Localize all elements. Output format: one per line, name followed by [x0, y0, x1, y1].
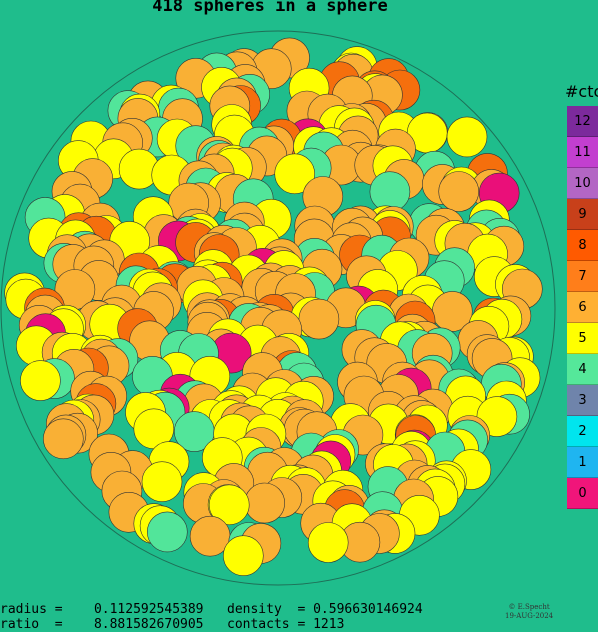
legend-item-4: 4 [567, 354, 598, 385]
page-title: 418 spheres in a sphere [152, 0, 388, 16]
legend-item-9: 9 [567, 199, 598, 230]
legend-item-1: 1 [567, 447, 598, 478]
density-label: density = [227, 602, 306, 617]
container-circle [0, 30, 556, 586]
contacts-label: contacts = [227, 617, 306, 632]
sphere [208, 484, 250, 526]
density-value: 0.596630146924 [313, 602, 423, 617]
sphere [307, 522, 349, 563]
credit-author: © E.Specht [508, 603, 550, 611]
sphere [438, 171, 480, 212]
legend-item-11: 11 [567, 137, 598, 168]
legend-item-7: 7 [567, 261, 598, 292]
sphere [274, 153, 316, 195]
legend-item-3: 3 [567, 385, 598, 416]
radius-label: radius = [0, 602, 63, 617]
sphere-packing-diagram [0, 30, 556, 586]
sphere [244, 482, 286, 524]
ratio-value: 8.881582670905 [93, 617, 204, 632]
credit-date: 19-AUG-2024 [505, 612, 554, 620]
legend-item-8: 8 [567, 230, 598, 261]
legend-item-2: 2 [567, 416, 598, 447]
legend-title: #ctc [565, 82, 598, 101]
contacts-value: 1213 [313, 617, 345, 632]
sphere [446, 116, 488, 158]
stats-block: radius = 0.112592545389 density = 0.5966… [0, 602, 423, 632]
legend-item-5: 5 [567, 323, 598, 354]
legend-item-12: 12 [567, 106, 598, 137]
legend-item-0: 0 [567, 478, 598, 509]
ratio-label: ratio = [0, 617, 63, 632]
credit: © E.Specht 19-AUG-2024 [505, 603, 553, 621]
sphere [223, 535, 264, 577]
sphere [147, 511, 188, 553]
sphere [42, 418, 84, 460]
sphere [298, 298, 340, 340]
sphere-group [4, 37, 543, 577]
legend-item-10: 10 [567, 168, 598, 199]
legend-item-6: 6 [567, 292, 598, 323]
radius-value: 0.112592545389 [93, 602, 204, 617]
sphere [369, 171, 411, 212]
sphere [20, 360, 61, 401]
sphere [141, 461, 183, 503]
